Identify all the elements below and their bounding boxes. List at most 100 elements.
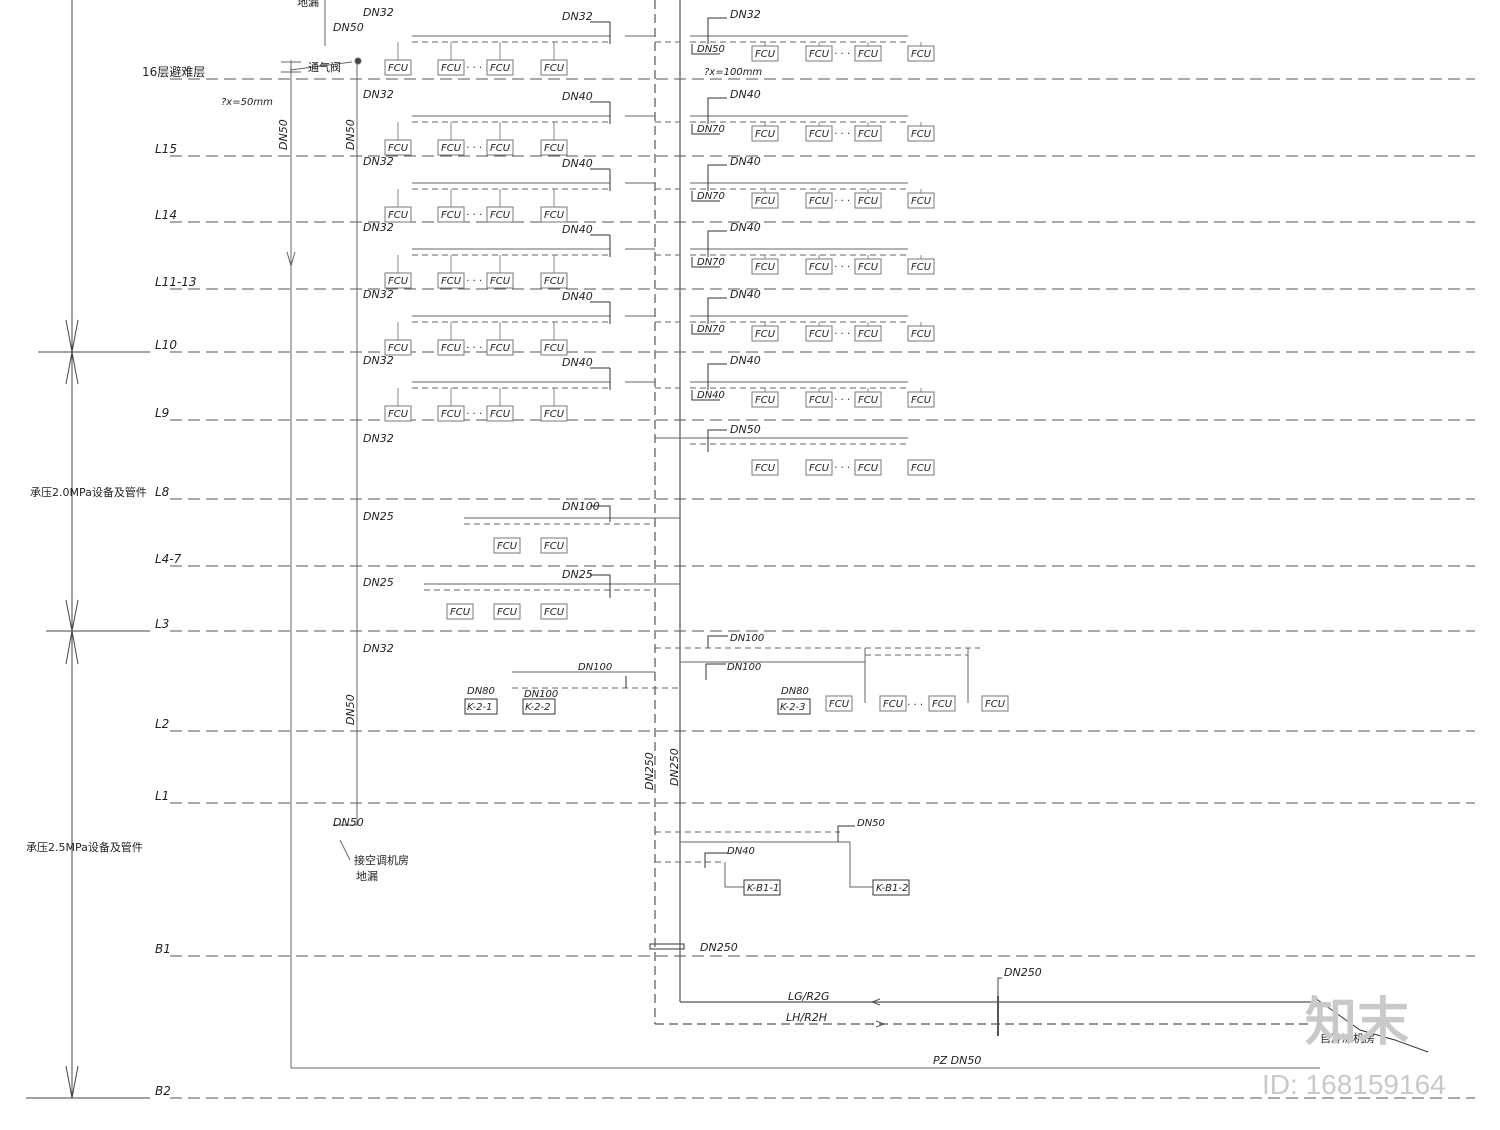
fcu-label: FCU (388, 343, 409, 354)
l2-pipe-label: DN100 (730, 633, 764, 644)
fcu-unit: FCU (805, 125, 833, 142)
fcu-unit: FCU (486, 405, 514, 422)
header-leader-right (707, 363, 727, 390)
header-leader (590, 168, 611, 191)
drain-line-label: PZ DN50 (933, 1054, 981, 1067)
fcu-label: FCU (388, 210, 409, 221)
fcu-label: FCU (544, 143, 565, 154)
right-header-label: DN50 (730, 423, 761, 436)
fcu-label: FCU (441, 276, 462, 287)
fcu-box (493, 603, 521, 620)
fcu-unit: FCU (486, 59, 514, 76)
continuation-dots: · · · (834, 463, 850, 474)
right-header-label: DN40 (730, 221, 761, 234)
fcu-box (384, 139, 412, 156)
fcu-label: FCU (755, 262, 776, 273)
fcu-box (928, 695, 956, 712)
b1-drop-2 (849, 842, 873, 888)
fcu-unit: FCU (540, 603, 568, 620)
left-branch-label: DN32 (363, 354, 394, 367)
right-branch-label: DN50 (697, 44, 725, 55)
fcu-box (907, 45, 935, 62)
fcu-label: FCU (441, 409, 462, 420)
fcu-box (751, 391, 779, 408)
fcu-unit: FCU (437, 272, 465, 289)
fcu-unit: FCU (384, 206, 412, 223)
fcu-box (907, 391, 935, 408)
watermark-id: ID: 168159164 (1262, 1069, 1446, 1100)
fcu-box (486, 59, 514, 76)
zone-label-lower: 承压2.5MPa设备及管件 (26, 840, 143, 854)
b1-leaders (704, 825, 855, 868)
fcu-box (437, 139, 465, 156)
bottom-pipe-label: DN250 (1004, 966, 1042, 979)
header-leader-right (707, 97, 727, 124)
fcu-box (384, 405, 412, 422)
left-branch-label: DN32 (363, 155, 394, 168)
fcu-box (879, 695, 907, 712)
left-branch-label: DN32 (363, 221, 394, 234)
drain-riser-label-2: DN50 (344, 119, 357, 150)
ahu-label: K-2-2 (525, 702, 551, 713)
fcu-box (384, 339, 412, 356)
fcu-label: FCU (441, 63, 462, 74)
chiller-room-label: 自冷冻机房 (1320, 1031, 1375, 1045)
fcu-label: FCU (388, 409, 409, 420)
fcu-box (981, 695, 1009, 712)
fcu-box (384, 59, 412, 76)
fcu-label: FCU (755, 49, 776, 60)
fcu-label: FCU (911, 395, 932, 406)
fcu-box (907, 125, 935, 142)
fcu-label: FCU (809, 329, 830, 340)
b1-pipe-label: DN250 (700, 941, 738, 954)
fcu-box (540, 206, 568, 223)
fcu-box (437, 59, 465, 76)
fcu-unit: FCU (540, 206, 568, 223)
fcu-unit: FCU (437, 139, 465, 156)
fcu-unit: FCU (805, 258, 833, 275)
fcu-unit: FCU (493, 537, 521, 554)
header-leader-right (707, 230, 727, 257)
fcu-label: FCU (544, 343, 565, 354)
branch-leader-right (691, 44, 720, 55)
fcu-label: FCU (388, 276, 409, 287)
continuation-dots: · · · (907, 700, 923, 711)
left-branch-label: DN32 (363, 88, 394, 101)
fcu-unit: FCU (907, 325, 935, 342)
b1-pipe-label: DN50 (857, 818, 885, 829)
fcu-box (437, 405, 465, 422)
right-branch-label: DN70 (697, 124, 725, 135)
fcu-unit: FCU (384, 272, 412, 289)
left-header-label: DN100 (562, 500, 600, 513)
fcu-box (384, 272, 412, 289)
fcu-unit: FCU (751, 459, 779, 476)
header-leader-right (707, 164, 727, 191)
fcu-box (540, 59, 568, 76)
supply-line-label: LG/R2G (788, 990, 830, 1003)
fcu-unit: FCU (879, 695, 907, 712)
fcu-unit: FCU (540, 339, 568, 356)
b1-drop-1 (724, 862, 744, 888)
watermark-brand: 知末 (1305, 994, 1409, 1052)
l2-pipe-label: DN80 (467, 686, 495, 697)
right-branch-label: DN70 (697, 191, 725, 202)
left-header-label: DN40 (562, 356, 593, 369)
fcu-unit: FCU (540, 537, 568, 554)
slope-label-top: ?x=100mm (704, 67, 762, 78)
fcu-unit: FCU (437, 339, 465, 356)
header-leader (590, 234, 611, 257)
floor-label: L4-7 (155, 552, 182, 566)
fcu-label: FCU (544, 276, 565, 287)
floor-lines (170, 78, 1475, 1099)
bottom-pipe-leader (997, 977, 1002, 996)
fcu-unit: FCU (854, 45, 882, 62)
fcu-label: FCU (544, 607, 565, 618)
ahu-label: K-2-1 (467, 702, 493, 713)
left-header-label: DN40 (562, 290, 593, 303)
continuation-dots: · · · (834, 129, 850, 140)
zone-label-upper: 承压2.0MPa设备及管件 (30, 485, 147, 499)
